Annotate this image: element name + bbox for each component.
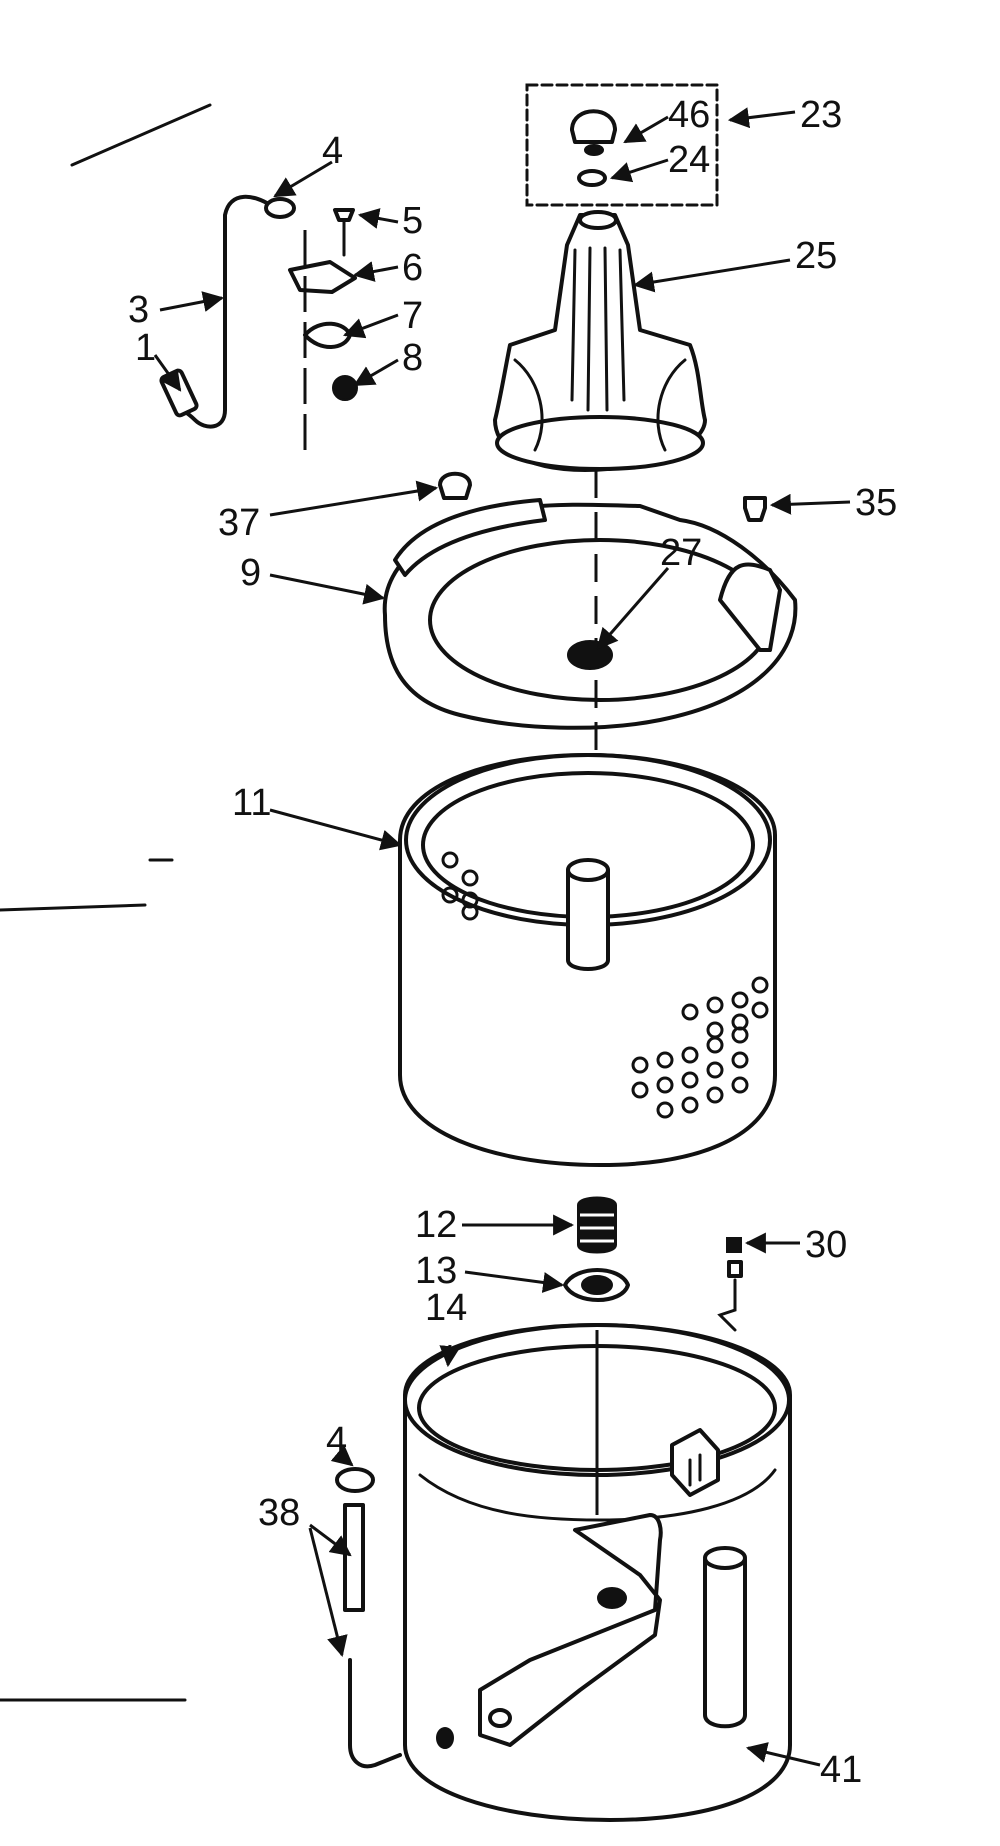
washer-part-4-top bbox=[264, 197, 296, 219]
cap-washer-part-46 bbox=[584, 144, 604, 156]
callout-14: 14 bbox=[425, 1287, 467, 1329]
clip-part-7 bbox=[303, 321, 352, 349]
screw-part-35 bbox=[743, 496, 767, 522]
screw-part-5 bbox=[333, 208, 355, 222]
callout-38: 38 bbox=[258, 1492, 300, 1534]
callout-7: 7 bbox=[402, 295, 423, 337]
callout-30: 30 bbox=[805, 1224, 847, 1266]
agitator-cap-part-46 bbox=[570, 109, 617, 144]
callout-9: 9 bbox=[240, 552, 261, 594]
callout-8: 8 bbox=[402, 337, 423, 379]
tub-ring-center-nut-part-27 bbox=[567, 640, 613, 670]
o-ring-part-24 bbox=[577, 169, 607, 187]
callout-12: 12 bbox=[415, 1204, 457, 1246]
plug-part-37 bbox=[438, 471, 472, 500]
basket-holes-right bbox=[631, 976, 769, 1119]
callout-35: 35 bbox=[855, 482, 897, 524]
spin-basket-part-11 bbox=[398, 753, 777, 1167]
tub-support-bracket bbox=[478, 1513, 663, 1747]
callout-37: 37 bbox=[218, 502, 260, 544]
nut-part-8 bbox=[332, 375, 358, 401]
outer-tub-part-14 bbox=[403, 1323, 792, 1822]
callout-4-top: 4 bbox=[322, 130, 343, 172]
fastener-part-30 bbox=[717, 1237, 743, 1332]
callout-4-bottom: 4 bbox=[326, 1420, 347, 1462]
callout-23: 23 bbox=[800, 94, 842, 136]
basket-holes-left bbox=[441, 851, 479, 921]
cap-kit-box-part-23 bbox=[525, 83, 719, 207]
callout-24: 24 bbox=[668, 139, 710, 181]
tub-badge bbox=[670, 1428, 720, 1497]
seal-washer-part-13 bbox=[563, 1268, 630, 1302]
drain-hose-part-38 bbox=[335, 1467, 454, 1769]
callout-5: 5 bbox=[402, 200, 423, 242]
scan-artifacts bbox=[0, 103, 212, 1702]
tub-ring-part-9 bbox=[382, 498, 798, 730]
bracket-part-6 bbox=[288, 260, 357, 294]
agitator-cap-assembly bbox=[525, 83, 719, 207]
callout-13: 13 bbox=[415, 1250, 457, 1292]
washer-part-4-bottom bbox=[335, 1467, 375, 1493]
fill-hose-assembly bbox=[159, 194, 358, 450]
callout-27: 27 bbox=[660, 532, 702, 574]
callout-11: 11 bbox=[232, 782, 271, 824]
seal-spring-part-12 bbox=[577, 1196, 617, 1254]
callout-labels: 23 46 24 25 4 5 6 7 8 3 1 37 35 9 27 11 … bbox=[128, 94, 897, 1791]
callout-25: 25 bbox=[795, 235, 837, 277]
callout-41: 41 bbox=[820, 1749, 862, 1791]
callout-46: 46 bbox=[668, 94, 710, 136]
leaders bbox=[153, 107, 851, 1767]
agitator-part-25 bbox=[493, 210, 707, 472]
callout-3: 3 bbox=[128, 289, 149, 331]
callout-1: 1 bbox=[135, 327, 156, 369]
callout-6: 6 bbox=[402, 247, 423, 289]
